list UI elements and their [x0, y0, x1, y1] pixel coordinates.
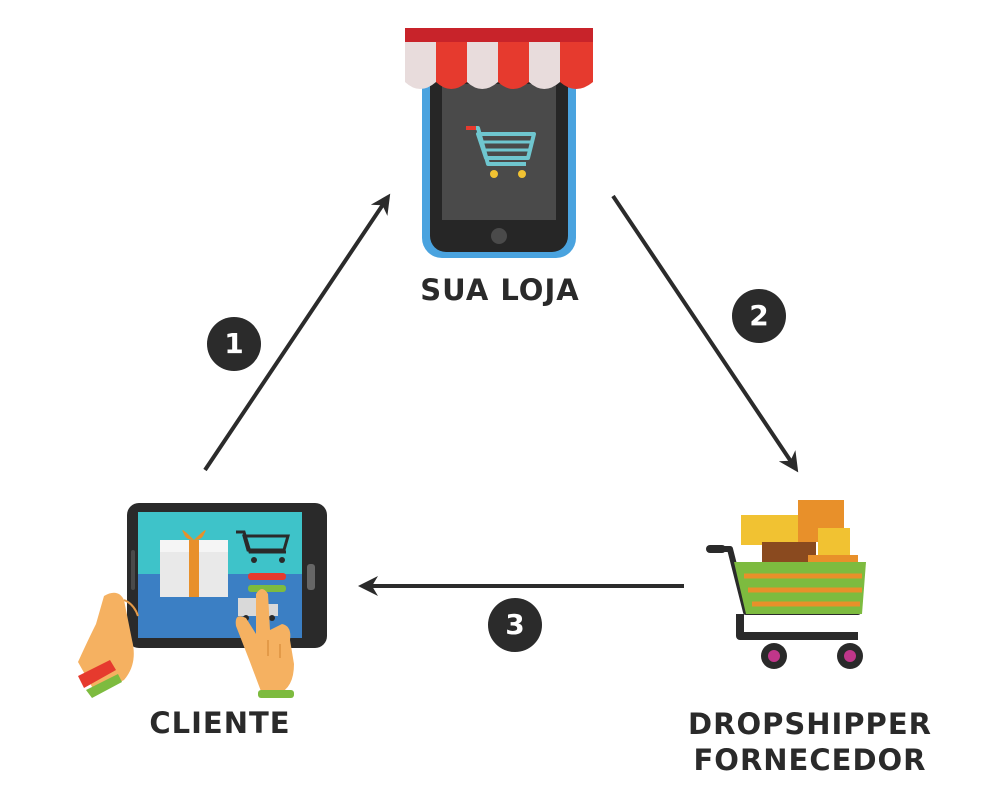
step-2-badge: 2 [732, 289, 786, 343]
storefront-phone-icon [405, 28, 593, 258]
loaded-cart-icon [706, 500, 866, 669]
step-1-badge: 1 [207, 317, 261, 371]
supplier-label-line-1: DROPSHIPPER [688, 707, 932, 741]
arrow-client-to-store [203, 193, 391, 472]
gift-box-icon [160, 530, 228, 597]
hand-icon [78, 592, 139, 698]
arrow-store-to-supplier [611, 194, 799, 473]
step-3-badge: 3 [488, 598, 542, 652]
shopping-cart-icon [466, 126, 536, 178]
client-label: CLIENTE [149, 706, 291, 740]
store-label: SUA LOJA [420, 273, 580, 307]
supplier-label: DROPSHIPPER FORNECEDOR [650, 706, 970, 778]
supplier-label-line-2: FORNECEDOR [693, 743, 927, 777]
shopping-cart-icon [236, 530, 290, 563]
hand-icon [235, 589, 294, 698]
tablet-shopping-icon [78, 503, 327, 698]
